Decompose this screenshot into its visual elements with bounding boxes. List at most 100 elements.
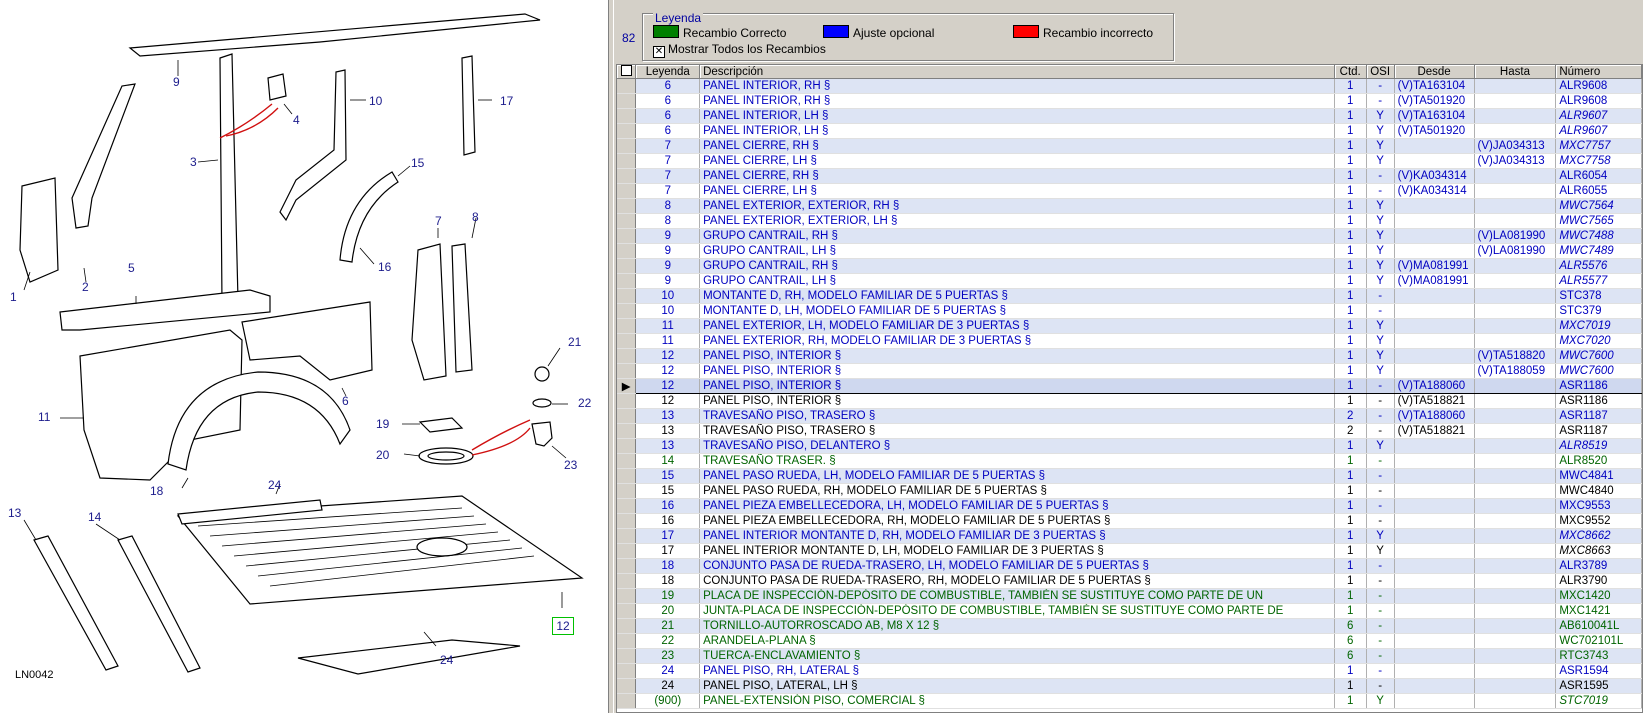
col-header-desde[interactable]: Desde [1394,65,1475,79]
row-selector[interactable] [617,573,637,589]
row-selector[interactable] [617,288,637,304]
row-selector[interactable] [617,318,637,334]
callout-23[interactable]: 23 [564,458,578,472]
row-selector[interactable] [617,228,637,244]
row-selector[interactable] [617,168,637,184]
callout-3[interactable]: 3 [190,155,197,169]
row-selector[interactable] [617,453,637,469]
row-selector[interactable] [617,348,637,364]
row-selector[interactable] [617,408,637,424]
callout-24-bottom[interactable]: 24 [440,653,454,667]
row-selector[interactable] [617,183,637,199]
row-selector[interactable] [617,303,637,319]
row-selector[interactable] [617,273,637,289]
select-all-checkbox-icon[interactable] [620,65,632,76]
row-selector[interactable] [617,333,637,349]
row-selector[interactable] [617,528,637,544]
callout-5[interactable]: 5 [128,261,135,275]
row-selector[interactable] [617,243,637,259]
callout-16[interactable]: 16 [378,260,392,274]
row-selector[interactable] [617,138,637,154]
callout-22[interactable]: 22 [578,396,592,410]
callout-21[interactable]: 21 [568,335,582,349]
callout-13[interactable]: 13 [8,506,22,520]
row-selector[interactable] [617,693,637,709]
row-selector[interactable] [617,618,637,634]
callout-19[interactable]: 19 [376,417,390,431]
col-header-descripcion[interactable]: Descripción [699,65,1335,79]
row-selector[interactable] [617,648,637,664]
row-selector[interactable] [617,513,637,529]
callout-2[interactable]: 2 [82,280,89,294]
show-all-checkbox[interactable]: ✕Mostrar Todos los Recambios [653,42,826,58]
col-header-ctd[interactable]: Ctd. [1334,65,1367,79]
col-header-osi[interactable]: OSI [1366,65,1395,79]
callout-10[interactable]: 10 [369,94,383,108]
parts-grid[interactable]: Leyenda Descripción Ctd. OSI Desde Hasta… [616,64,1643,713]
parts-diagram[interactable]: 1 2 3 4 5 6 7 8 9 10 11 12 13 14 15 16 1… [0,0,608,713]
checkbox-checked-icon[interactable]: ✕ [653,46,665,58]
callout-6[interactable]: 6 [342,394,349,408]
row-selector[interactable] [617,423,637,439]
col-header-numero[interactable]: Número [1555,65,1642,79]
callout-17[interactable]: 17 [500,94,514,108]
row-selector[interactable] [617,633,637,649]
row-selector[interactable] [617,123,637,139]
row-selector[interactable] [617,483,637,499]
callout-4[interactable]: 4 [293,113,300,127]
callout-20[interactable]: 20 [376,448,390,462]
row-selector[interactable] [617,438,637,454]
callout-24-top[interactable]: 24 [268,478,282,492]
row-selector[interactable] [617,153,637,169]
row-selector[interactable] [617,468,637,484]
row-selector[interactable] [617,258,637,274]
row-selector[interactable] [617,213,637,229]
callout-12-highlighted[interactable]: 12 [552,617,574,635]
row-selector[interactable] [617,603,637,619]
col-header-leyenda[interactable]: Leyenda [635,65,701,79]
callout-7[interactable]: 7 [435,214,442,228]
row-selector[interactable] [617,108,637,124]
row-selector[interactable] [617,498,637,514]
col-header-hasta[interactable]: Hasta [1474,65,1557,79]
row-selector[interactable] [617,678,637,694]
callout-8[interactable]: 8 [472,210,479,224]
splitter[interactable] [608,0,614,713]
callout-1[interactable]: 1 [10,290,17,304]
callout-9[interactable]: 9 [173,75,180,89]
callout-18[interactable]: 18 [150,484,164,498]
